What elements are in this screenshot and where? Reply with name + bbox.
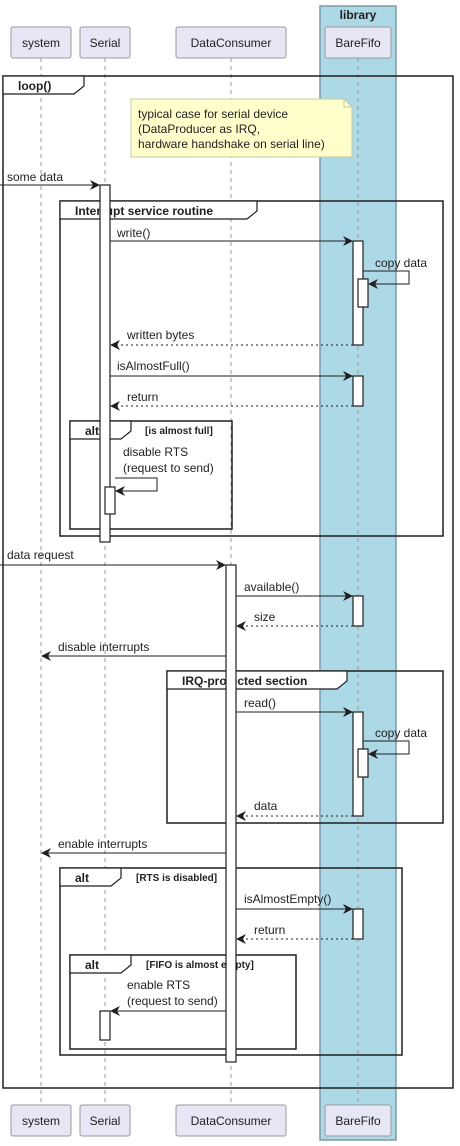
msg-enable-rts-2: (request to send) — [127, 994, 218, 1008]
note-line-1: typical case for serial device — [138, 107, 288, 121]
participant-system-label-top: system — [22, 36, 60, 50]
msg-is-almost-empty: isAlmostEmpty() — [244, 892, 331, 906]
participants-top: system Serial DataConsumer BareFifo — [10, 26, 392, 59]
arrow-copy-data-1 — [363, 270, 410, 289]
msg-available: available() — [244, 580, 299, 594]
msg-is-almost-full: isAlmostFull() — [117, 359, 190, 373]
participant-consumer-bottom — [175, 1104, 287, 1137]
alt3-tab — [69, 954, 132, 974]
alt2-guard: [RTS is disabled] — [136, 873, 217, 884]
activation-fifo-almostempty — [352, 908, 364, 940]
activation-fifo-copy-1 — [357, 278, 369, 308]
participants-bottom: system Serial DataConsumer BareFifo — [10, 1104, 392, 1137]
participant-fifo-bottom — [324, 1104, 392, 1137]
loop-tab — [2, 75, 85, 95]
msg-write: write() — [116, 226, 150, 240]
participant-consumer-label-top: DataConsumer — [191, 36, 272, 50]
alt2-label: alt — [75, 871, 89, 885]
msg-some-data: some data — [7, 170, 63, 184]
activation-fifo-copy-2 — [357, 748, 369, 778]
msg-disable-rts-2: (request to send) — [123, 461, 214, 475]
activation-serial-enable — [99, 1010, 111, 1041]
irq-label: IRQ-protected section — [182, 674, 307, 688]
msg-written-bytes: written bytes — [126, 328, 194, 342]
arrow-copy-data-2 — [363, 740, 410, 759]
loop-frame — [2, 75, 454, 1089]
participant-fifo-label-top: BareFifo — [335, 36, 381, 50]
msg-copy-data-1: copy data — [375, 256, 427, 270]
note-line-2: (DataProducer as IRQ, — [138, 122, 260, 136]
activation-consumer — [225, 564, 237, 1063]
activation-serial-main — [99, 184, 111, 543]
library-label: library — [340, 8, 377, 22]
participant-system-bottom — [10, 1104, 72, 1137]
participant-system-top — [10, 26, 72, 59]
msg-return-1: return — [127, 390, 158, 404]
irq-frame — [166, 670, 444, 824]
participant-serial-label-bottom: Serial — [90, 1114, 121, 1128]
isr-label: Interrupt service routine — [75, 204, 213, 218]
alt3-guard: [FIFO is almost empty] — [146, 960, 254, 971]
participant-fifo-label-bottom: BareFifo — [335, 1114, 381, 1128]
alt1-label: alt — [85, 424, 99, 438]
loop-label: loop() — [18, 79, 51, 93]
activation-fifo-almostfull — [352, 375, 364, 407]
alt3-frame — [69, 954, 297, 1050]
participant-consumer-label-bottom: DataConsumer — [191, 1114, 272, 1128]
participant-serial-label-top: Serial — [90, 36, 121, 50]
alt1-frame — [69, 420, 233, 530]
irq-tab — [166, 670, 348, 690]
msg-enable-interrupts: enable interrupts — [58, 837, 147, 851]
msg-enable-rts-1: enable RTS — [127, 978, 190, 992]
msg-size: size — [254, 610, 276, 624]
activation-fifo-available — [352, 595, 364, 627]
note-box — [130, 98, 353, 158]
activation-serial-rts — [104, 486, 116, 515]
note-line-3: hardware handshake on serial line) — [138, 137, 325, 151]
alt1-guard: [is almost full] — [145, 426, 213, 437]
alt2-tab — [59, 867, 122, 887]
msg-data-request: data request — [7, 548, 74, 562]
message-arrows — [0, 180, 410, 1016]
participant-fifo-top — [324, 26, 392, 59]
msg-disable-rts-1: disable RTS — [123, 445, 188, 459]
msg-copy-data-2: copy data — [375, 726, 427, 740]
msg-disable-interrupts: disable interrupts — [58, 640, 149, 654]
participant-system-label-bottom: system — [22, 1114, 60, 1128]
msg-read: read() — [244, 696, 276, 710]
participant-serial-top — [79, 26, 131, 59]
participant-serial-bottom — [79, 1104, 131, 1137]
note-fold — [343, 99, 352, 108]
alt3-label: alt — [85, 958, 99, 972]
participant-consumer-top — [175, 26, 287, 59]
msg-data: data — [254, 799, 278, 813]
arrow-disable-rts — [115, 477, 158, 496]
msg-return-2: return — [254, 923, 285, 937]
